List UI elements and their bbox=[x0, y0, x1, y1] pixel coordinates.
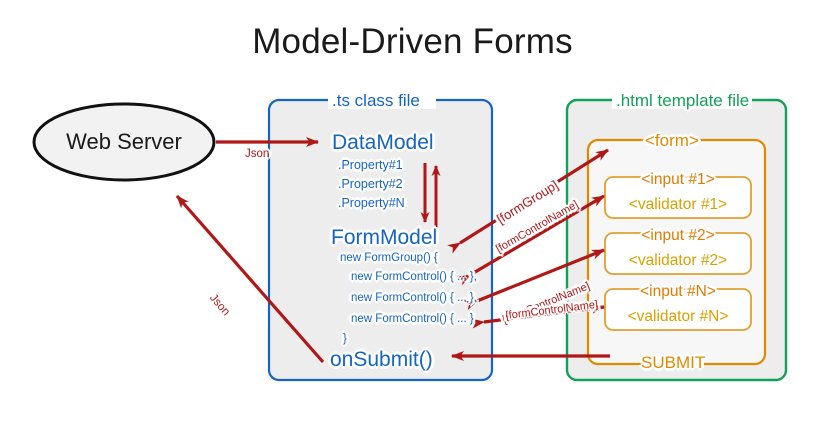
validator-label-1: <validator #1> bbox=[628, 196, 728, 213]
form-model-code-line: new FormControl() { ... }, bbox=[351, 271, 477, 283]
form-tag-label: <form> bbox=[645, 131, 699, 150]
html-panel-legend: .html template file bbox=[616, 91, 750, 110]
submit-button-label[interactable]: SUBMIT bbox=[641, 353, 706, 372]
ts-panel-legend: .ts class file bbox=[332, 91, 420, 110]
json-request-label: Json bbox=[245, 148, 270, 160]
data-model-property: .Property#2 bbox=[338, 177, 403, 191]
page-title: Model-Driven Forms bbox=[252, 22, 573, 61]
form-model-title: FormModel bbox=[331, 226, 438, 249]
validator-label-2: <validator #2> bbox=[628, 252, 728, 269]
input-label-1[interactable]: <input #1> bbox=[641, 171, 715, 188]
on-submit-label[interactable]: onSubmit() bbox=[330, 348, 433, 371]
data-model-property: .Property#1 bbox=[338, 158, 403, 172]
input-box-3 bbox=[604, 288, 752, 331]
data-model-property: .Property#N bbox=[338, 196, 405, 210]
web-server-ellipse bbox=[32, 102, 216, 182]
form-model-code-line: new FormControl() { ... }, bbox=[351, 292, 477, 304]
input-label-2[interactable]: <input #2> bbox=[641, 227, 715, 244]
form-model-code-line: new FormGroup() { bbox=[340, 252, 438, 264]
web-server-label: Web Server bbox=[66, 129, 182, 154]
data-model-title: DataModel bbox=[332, 131, 434, 154]
form-model-code-line: new FormControl() { ... } bbox=[351, 313, 474, 325]
input-label-3[interactable]: <input #N> bbox=[640, 283, 716, 300]
validator-label-3: <validator #N> bbox=[627, 308, 729, 325]
form-model-code-line: } bbox=[343, 333, 347, 345]
